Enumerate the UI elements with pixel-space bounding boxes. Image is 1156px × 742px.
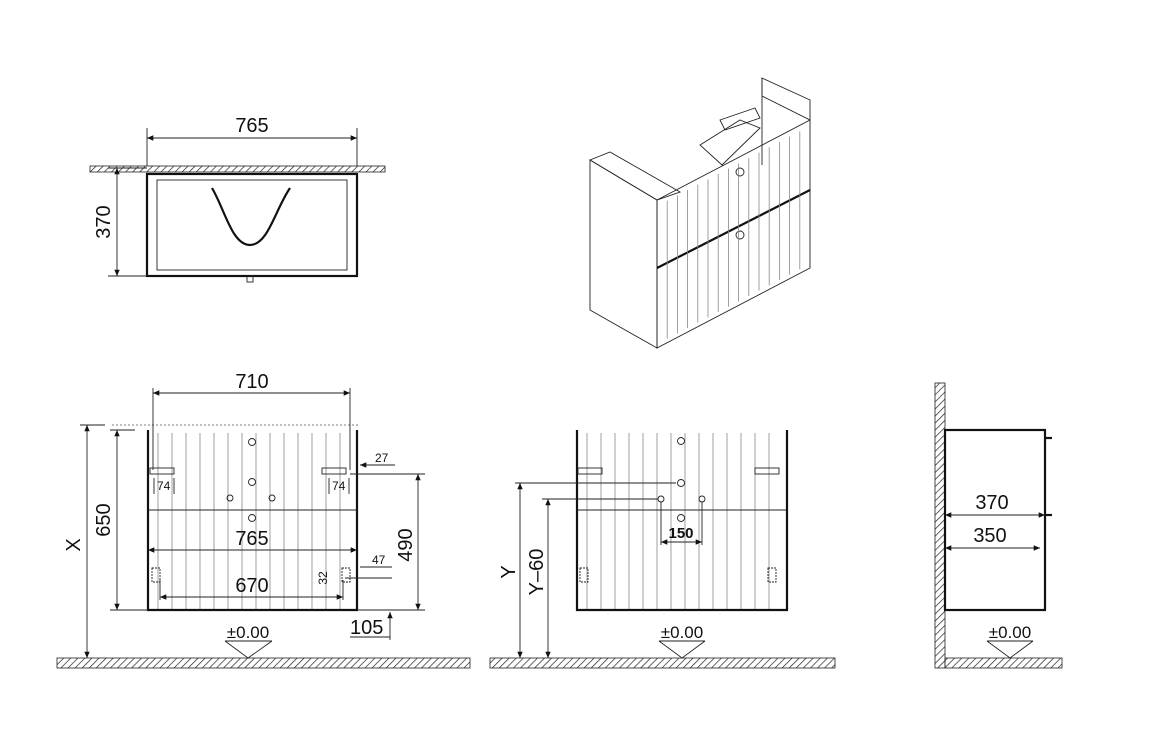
dimension-74-right: 74 <box>332 479 346 493</box>
dimension-y-minus-60: Y–60 <box>526 549 548 596</box>
floor <box>489 657 836 669</box>
dimension-150: 150 <box>668 525 693 542</box>
side-view: 370 350 ±0.00 <box>934 382 1063 669</box>
floor <box>56 657 471 669</box>
isometric-view <box>588 77 811 349</box>
dimension-47: 47 <box>372 553 386 567</box>
level-marker-left: ±0.00 <box>227 623 269 642</box>
cabinet-top-outline <box>145 172 359 278</box>
countertop <box>89 165 386 173</box>
dimension-350: 350 <box>973 525 1006 547</box>
top-depth-dimension: 370 <box>93 205 115 238</box>
front-view-left: 710 X 650 27 74 74 490 765 670 32 47 105 <box>56 371 471 669</box>
floor <box>944 657 1063 669</box>
level-triangle-icon <box>224 640 273 659</box>
cabinet-front-left <box>146 430 359 612</box>
dimension-27: 27 <box>375 451 389 465</box>
wall <box>934 382 946 669</box>
front-view-right: Y Y–60 150 ±0.00 <box>489 430 836 669</box>
dimension-490: 490 <box>395 528 417 561</box>
dimension-370-side: 370 <box>975 492 1008 514</box>
dimension-670: 670 <box>235 575 268 597</box>
cabinet-front-right <box>575 430 789 612</box>
dimension-650: 650 <box>93 503 115 536</box>
dimension-105: 105 <box>350 617 383 639</box>
top-width-dimension: 765 <box>235 115 268 137</box>
level-triangle-icon <box>986 640 1034 659</box>
cabinet-side <box>943 428 1047 612</box>
dimension-32: 32 <box>316 571 330 585</box>
dimension-765: 765 <box>235 528 268 550</box>
dimension-710: 710 <box>235 371 268 393</box>
level-triangle-icon <box>658 640 706 659</box>
basin-outline <box>211 187 291 247</box>
dimension-x: X <box>63 538 85 551</box>
top-view: 765 370 <box>89 115 386 283</box>
level-marker-right: ±0.00 <box>661 623 703 642</box>
dimension-y: Y <box>498 565 520 578</box>
dimension-74-left: 74 <box>157 479 171 493</box>
level-marker-side: ±0.00 <box>989 623 1031 642</box>
